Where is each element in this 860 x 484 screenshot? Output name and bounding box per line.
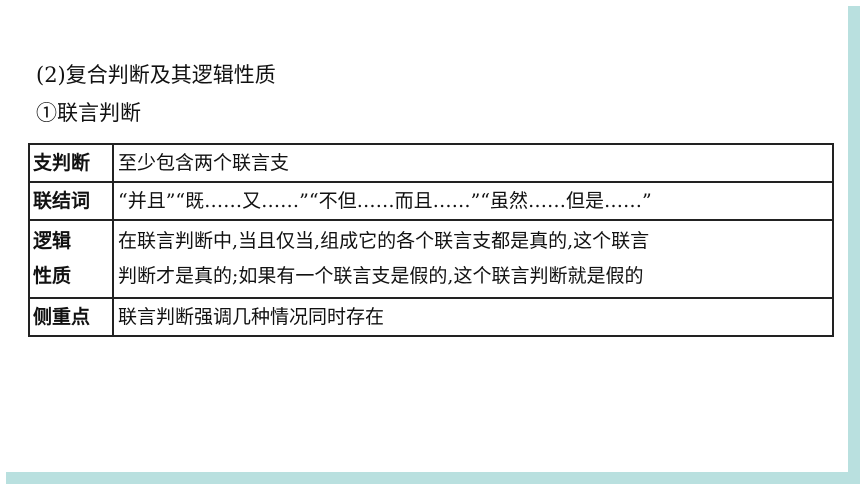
table-row: 逻辑 性质 在联言判断中,当且仅当,组成它的各个联言支都是真的,这个联言 判断才… [28, 219, 834, 299]
row-key-sub-judgment: 支判断 [28, 143, 114, 183]
row-value-line: “并且”“既……又……”“不但……而且……”“虽然……但是……” [118, 190, 652, 212]
conjunctive-judgment-table: 支判断 至少包含两个联言支 联结词 “并且”“既……又……”“不但……而且……”… [28, 143, 834, 337]
table-row: 联结词 “并且”“既……又……”“不但……而且……”“虽然……但是……” [28, 181, 834, 221]
row-key-connectives: 联结词 [28, 181, 114, 221]
row-key-line: 逻辑 [33, 230, 72, 252]
row-value-connectives: “并且”“既……又……”“不但……而且……”“虽然……但是……” [112, 181, 834, 221]
row-key-logical-property: 逻辑 性质 [28, 219, 114, 299]
row-value-line: 至少包含两个联言支 [118, 152, 290, 174]
row-value-line: 在联言判断中,当且仅当,组成它的各个联言支都是真的,这个联言 [118, 230, 650, 252]
row-key-line: 性质 [33, 265, 72, 287]
row-value-line: 判断才是真的;如果有一个联言支是假的,这个联言判断就是假的 [118, 265, 644, 287]
row-value-logical-property: 在联言判断中,当且仅当,组成它的各个联言支都是真的,这个联言 判断才是真的;如果… [112, 219, 834, 299]
row-value-line: 联言判断强调几种情况同时存在 [118, 306, 385, 328]
row-key-emphasis: 侧重点 [28, 297, 114, 337]
table-row: 侧重点 联言判断强调几种情况同时存在 [28, 297, 834, 337]
row-value-emphasis: 联言判断强调几种情况同时存在 [112, 297, 834, 337]
subsection-heading: ①联言判断 [36, 101, 141, 125]
section-heading: (2)复合判断及其逻辑性质 [36, 63, 276, 87]
table-row: 支判断 至少包含两个联言支 [28, 143, 834, 183]
row-value-sub-judgment: 至少包含两个联言支 [112, 143, 834, 183]
